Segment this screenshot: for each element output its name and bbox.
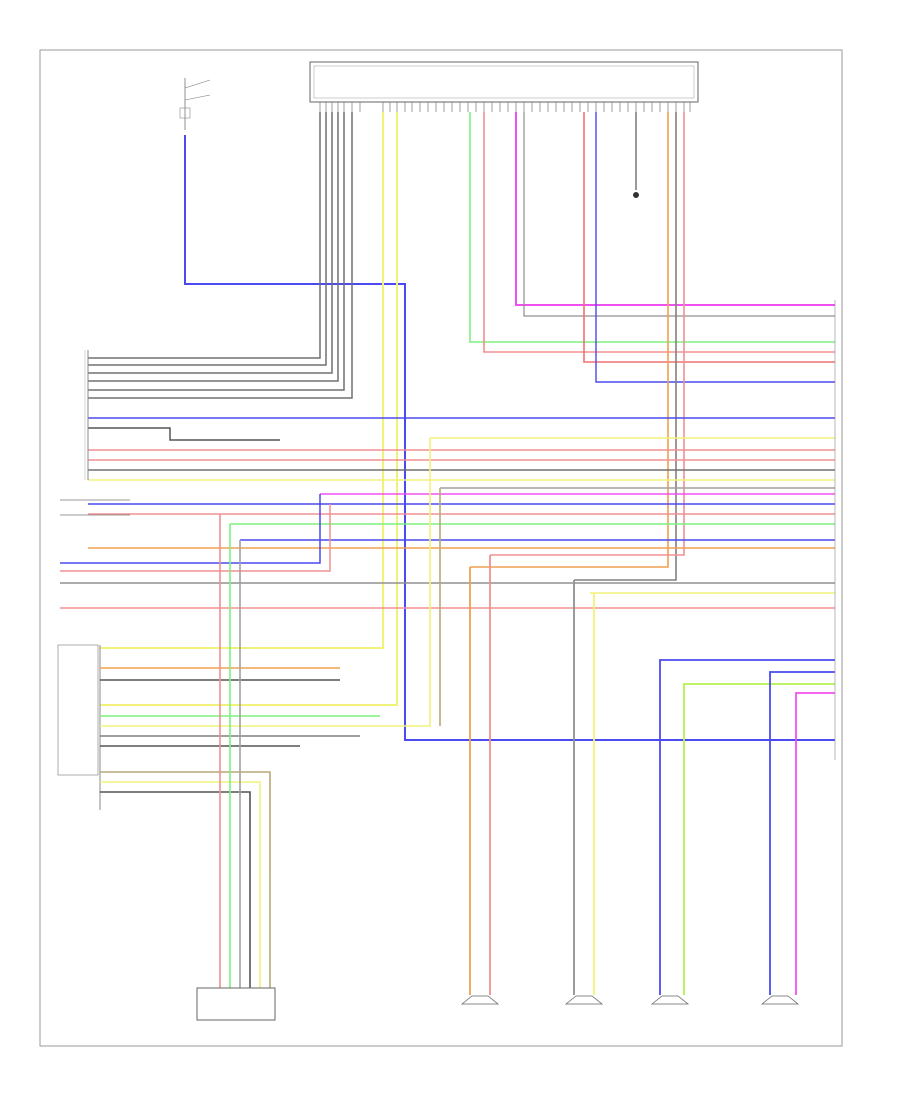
left-harness-top [84, 350, 89, 480]
wire-to-bottom-module [219, 514, 271, 990]
top-left-fuse [179, 78, 211, 130]
wire-blue-main [184, 135, 835, 741]
wire-green-top [469, 112, 835, 343]
speaker-icon [460, 995, 800, 1005]
left-harness-bottom [57, 644, 101, 810]
speaker-wires [469, 555, 835, 995]
wire-blue-top [595, 112, 835, 383]
wire-gray-top [523, 112, 835, 317]
wire-red-top [583, 112, 835, 363]
ground-icon [633, 112, 639, 198]
wire-lower-left [100, 438, 441, 870]
left-sensor [60, 499, 130, 516]
wire-yellow-main [100, 112, 398, 706]
top-module [309, 61, 699, 112]
wire-pink-top [483, 112, 835, 353]
bottom-left-module [196, 987, 276, 1021]
wire-right-verticals [470, 112, 685, 581]
wire-magenta-top [515, 112, 835, 306]
diagram-border [39, 49, 843, 1047]
wire-horizontals [60, 417, 835, 609]
wire-gray-bundle [88, 112, 353, 399]
